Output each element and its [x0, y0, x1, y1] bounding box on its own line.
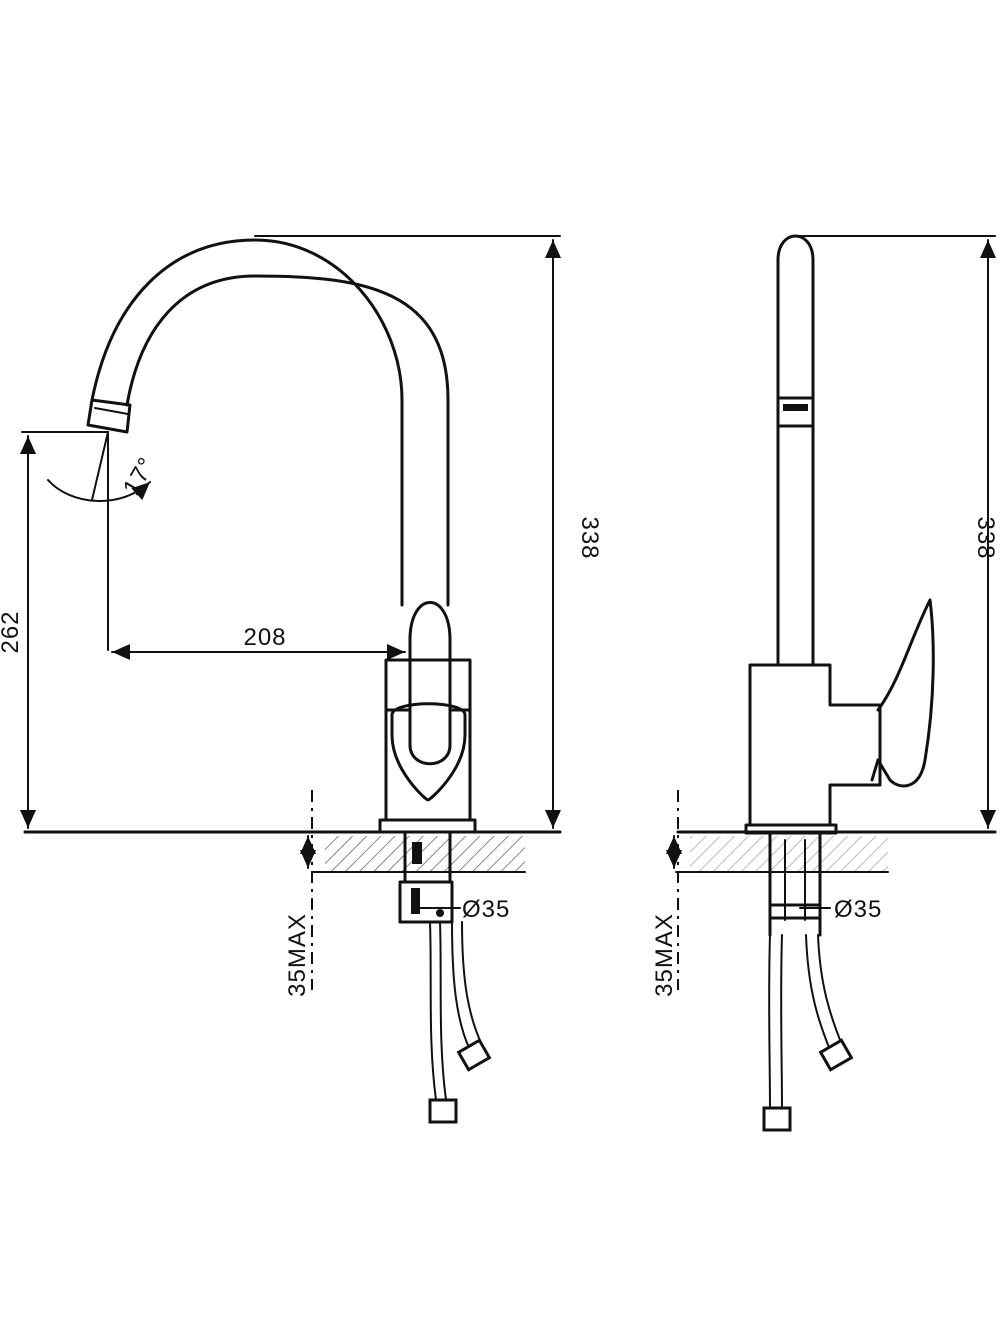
front-hose-right [451, 921, 471, 1051]
front-spout-outer [90, 238, 404, 607]
front-dim-max-thickness: 35MAX [284, 913, 311, 997]
side-hose-left [768, 934, 771, 1111]
side-hose-fitting-left [762, 1106, 792, 1132]
side-view: 338 Ø35 35MAX [651, 234, 999, 1132]
front-mounting-nut [398, 880, 454, 924]
side-handle-lever [876, 598, 935, 788]
front-dim-reach: 208 [243, 624, 286, 651]
side-dim-max-thickness: 35MAX [651, 913, 678, 997]
side-body [748, 663, 882, 827]
front-spout-inner [125, 274, 450, 607]
side-spout [776, 234, 815, 667]
side-hose-right [805, 934, 831, 1051]
front-dim-angle: 17° [118, 452, 161, 500]
front-countertop-section [325, 836, 525, 872]
front-hose-fitting-right [456, 1038, 492, 1072]
side-dim-hole-diameter: Ø35 [834, 896, 882, 923]
side-hose-fitting-right [818, 1038, 854, 1072]
front-hose-fitting-left [428, 1098, 458, 1124]
front-angle-arc [47, 479, 151, 502]
front-hose-left [429, 921, 437, 1101]
front-body [384, 658, 472, 822]
front-handle-lever [408, 601, 452, 766]
front-dim-height-total: 338 [576, 516, 603, 559]
side-base-flange [744, 823, 838, 835]
front-cartridge-cover [390, 702, 467, 802]
side-dim-height-total: 338 [972, 516, 999, 559]
front-dim-spout-height: 262 [0, 610, 24, 653]
front-base-flange [378, 818, 477, 834]
front-dim-hole-diameter: Ø35 [462, 896, 510, 923]
front-aerator [86, 398, 132, 434]
side-aerator [776, 396, 815, 428]
side-countertop-section [690, 836, 888, 872]
front-view: 338 262 208 17° Ø35 35MAX [0, 235, 603, 1124]
